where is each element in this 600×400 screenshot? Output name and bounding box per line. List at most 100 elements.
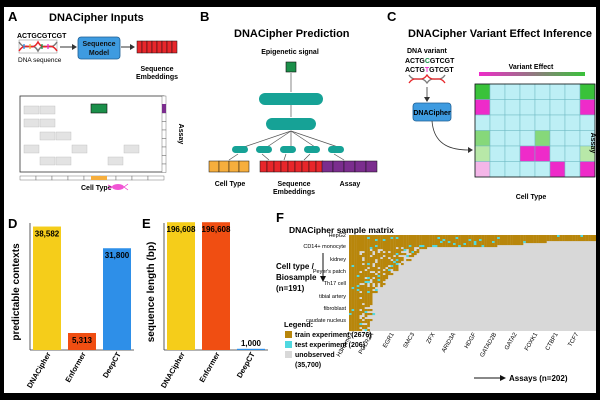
matrix-cell (455, 237, 459, 240)
matrix-cell (411, 241, 415, 244)
matrix-cell (390, 239, 394, 242)
matrix-cell (403, 237, 407, 240)
matrix-cell (349, 245, 352, 248)
panel-c-title: DNACipher Variant Effect Inference (408, 28, 592, 40)
matrix-cell (354, 293, 357, 296)
matrix-cell (385, 239, 389, 242)
matrix-cell (349, 261, 352, 264)
matrix-cell (359, 257, 363, 260)
matrix-cell (512, 235, 516, 238)
panel-b-letter: B (200, 9, 209, 24)
matrix-cell (362, 305, 365, 308)
matrix-cell (351, 291, 355, 294)
matrix-cell (419, 247, 422, 250)
matrix-cell (398, 239, 402, 242)
matrix-cell (382, 265, 386, 268)
matrix-cell (375, 271, 378, 274)
matrix-cell (471, 235, 474, 238)
matrix-cell (367, 301, 370, 304)
matrix-cell (567, 239, 571, 242)
matrix-cell (515, 243, 519, 246)
matrix-cell (356, 257, 360, 260)
matrix-cell (362, 277, 365, 280)
matrix-cell (369, 287, 373, 290)
matrix-cell (580, 235, 584, 238)
matrix-cell (437, 241, 441, 244)
matrix-cell (385, 277, 389, 280)
matrix-cell (367, 279, 370, 282)
matrix-cell (349, 285, 352, 288)
matrix-cell (372, 313, 376, 316)
matrix-cell (406, 235, 409, 238)
matrix-cell (354, 281, 357, 284)
nn-layer-2 (266, 118, 316, 130)
matrix-cell (356, 243, 360, 246)
matrix-cell (583, 237, 586, 240)
matrix-cell (375, 241, 378, 244)
embedding-segment (151, 40, 158, 54)
matrix-cell (395, 237, 399, 240)
matrix-cell (372, 257, 376, 260)
ref-sequence: ACTGCGTCGT (405, 58, 455, 65)
matrix-cell (364, 247, 368, 250)
matrix-cell (427, 235, 430, 238)
matrix-cell (351, 305, 355, 308)
d-ylabel: predictable contexts (11, 243, 22, 341)
matrix-cell (367, 305, 370, 308)
matrix-cell (377, 247, 381, 250)
embedding-segment (273, 160, 282, 173)
matrix-cell (375, 277, 378, 280)
matrix-cell (390, 261, 394, 264)
matrix-cell (354, 245, 357, 248)
matrix-cell (354, 241, 357, 244)
matrix-cell (359, 247, 363, 250)
matrix-cell (476, 241, 480, 244)
matrix-cell (442, 239, 446, 242)
matrix-cell (401, 235, 404, 238)
matrix-cell (510, 243, 513, 246)
embedding-segment (171, 40, 178, 54)
heatmap-cell (549, 161, 566, 178)
bar-value-label: 1,000 (241, 339, 262, 348)
heatmap-cell (489, 130, 506, 147)
matrix-cell (372, 269, 376, 272)
embedding-segment (259, 160, 268, 173)
matrix-cell (453, 239, 456, 242)
matrix-cell (380, 269, 383, 272)
heatmap-cell (564, 114, 581, 131)
matrix-cell (499, 235, 503, 238)
embedding-segment (141, 40, 148, 54)
matrix-cell (354, 297, 357, 300)
panel-b-title: DNACipher Prediction (234, 28, 350, 40)
matrix-cell (411, 243, 415, 246)
matrix-cell (372, 241, 376, 244)
matrix-cell (375, 283, 378, 286)
matrix-cell (354, 265, 357, 268)
assay-label: GATAD2B (479, 332, 498, 358)
matrix-cell (492, 245, 495, 248)
matrix-cell (388, 247, 391, 250)
matrix-cell (369, 243, 373, 246)
matrix-cell (502, 235, 506, 238)
matrix-cell (349, 321, 352, 324)
matrix-cell (364, 235, 368, 238)
grid-cell (23, 144, 40, 154)
panel-d-letter: D (8, 216, 17, 231)
matrix-cell (375, 279, 378, 282)
matrix-cell (359, 259, 363, 262)
embedding-segment (294, 160, 303, 173)
assay-slot (161, 95, 167, 105)
matrix-cell (354, 263, 357, 266)
matrix-cell (359, 261, 363, 264)
matrix-cell (393, 235, 396, 238)
matrix-cell (375, 289, 378, 292)
matrix-cell (419, 235, 422, 238)
matrix-cell (458, 241, 461, 244)
matrix-cell (375, 255, 378, 258)
matrix-cell (351, 303, 355, 306)
matrix-cell (403, 235, 407, 238)
matrix-cell (367, 237, 370, 240)
matrix-cell (349, 289, 352, 292)
matrix-cell (419, 243, 422, 246)
matrix-cell (411, 253, 415, 256)
